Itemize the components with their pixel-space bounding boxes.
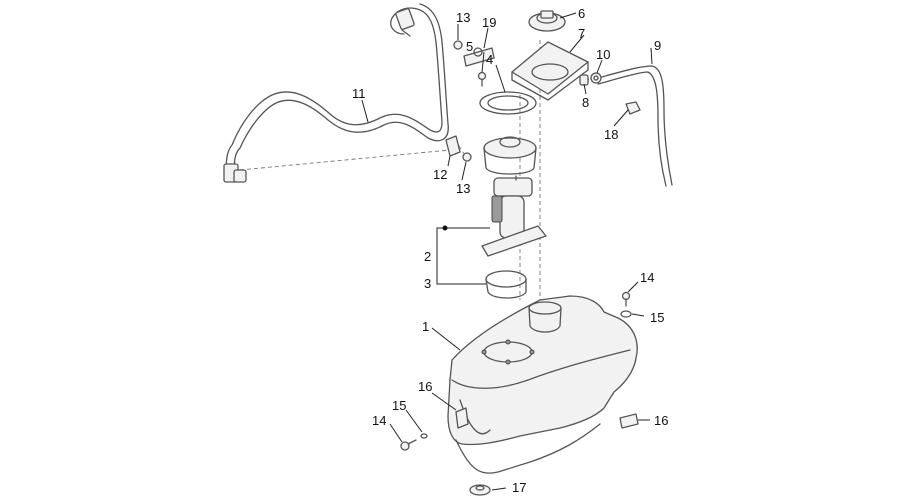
fuel-pump-part-2 bbox=[481, 136, 547, 257]
callout-part-12: 12 bbox=[433, 167, 447, 182]
callout-part-9: 9 bbox=[654, 38, 661, 53]
grommet-part-17 bbox=[469, 484, 491, 496]
callout-part-15-right: 15 bbox=[650, 310, 664, 325]
fuel-hose-part-11 bbox=[223, 3, 449, 183]
clip-part-18 bbox=[625, 101, 641, 115]
callout-part-10: 10 bbox=[596, 47, 610, 62]
washer-part-15-right bbox=[620, 310, 632, 318]
fuel-tank-part-1 bbox=[447, 295, 638, 474]
bolt-part-14-left bbox=[400, 439, 417, 451]
clip-part-12 bbox=[445, 135, 461, 157]
assembly-bracket-2-3 bbox=[436, 225, 490, 285]
callout-part-4: 4 bbox=[486, 52, 493, 67]
screw-part-5 bbox=[477, 71, 487, 87]
callout-part-14-right: 14 bbox=[640, 270, 654, 285]
callout-part-15-left: 15 bbox=[392, 398, 406, 413]
screw-part-13-left bbox=[462, 152, 472, 162]
seal-part-3 bbox=[485, 270, 527, 299]
callout-part-6: 6 bbox=[578, 6, 585, 21]
clip-part-16-right bbox=[619, 413, 639, 429]
callout-part-14-left: 14 bbox=[372, 413, 386, 428]
callout-part-19: 19 bbox=[482, 15, 496, 30]
callout-part-16-left: 16 bbox=[418, 379, 432, 394]
callout-part-17: 17 bbox=[512, 480, 526, 495]
fitting-part-10 bbox=[590, 72, 602, 84]
callout-part-2: 2 bbox=[424, 249, 431, 264]
callout-part-11: 11 bbox=[352, 86, 366, 101]
washer-part-15-left bbox=[420, 433, 428, 439]
bolt-part-14-right bbox=[621, 291, 631, 307]
callout-part-13-left: 13 bbox=[456, 181, 470, 196]
callout-part-1: 1 bbox=[422, 319, 429, 334]
screw-part-13-top bbox=[453, 40, 463, 50]
bracket-part-19 bbox=[463, 47, 495, 67]
callout-part-16-right: 16 bbox=[654, 413, 668, 428]
vent-hose-part-9 bbox=[597, 65, 673, 187]
filler-tray-part-7 bbox=[511, 41, 589, 101]
leader-lines bbox=[361, 12, 653, 491]
callout-part-18: 18 bbox=[604, 127, 618, 142]
filler-cap-part-6 bbox=[528, 10, 566, 32]
callout-part-8: 8 bbox=[582, 95, 589, 110]
callout-part-13-top: 13 bbox=[456, 10, 470, 25]
fitting-part-8 bbox=[579, 74, 589, 86]
callout-part-3: 3 bbox=[424, 276, 431, 291]
callout-part-5: 5 bbox=[466, 39, 473, 54]
lock-ring-part-4 bbox=[479, 91, 537, 115]
clip-part-16-left bbox=[455, 407, 469, 429]
callout-labels: 1 2 3 4 5 6 7 8 9 10 11 12 13 13 14 14 1… bbox=[352, 6, 668, 495]
callout-part-7: 7 bbox=[578, 26, 585, 41]
